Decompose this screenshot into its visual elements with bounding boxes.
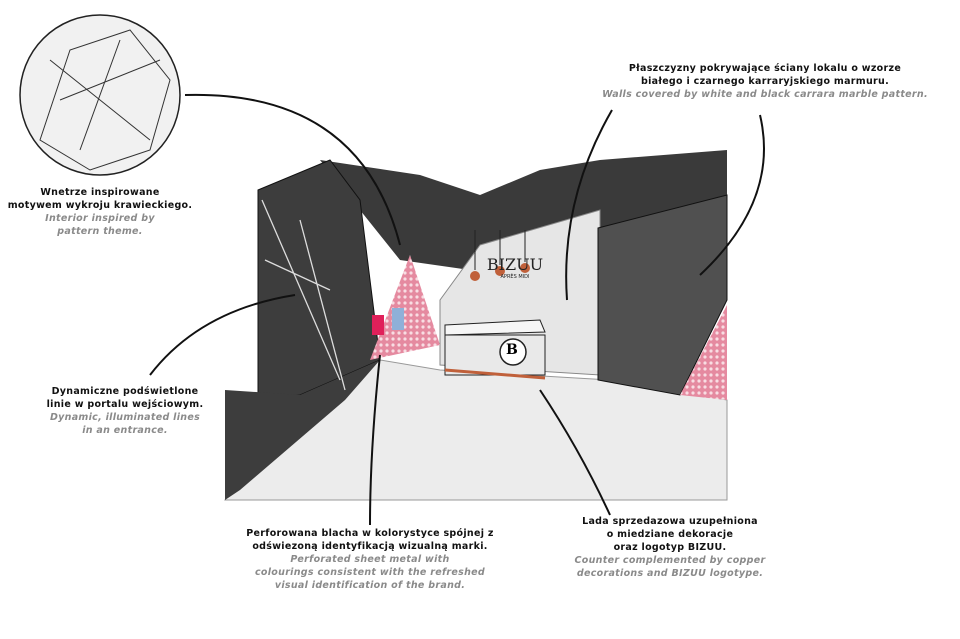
clothing-blue: [392, 308, 404, 330]
ceiling: [320, 150, 727, 270]
annotation-arrows: [149, 93, 765, 526]
dark-marble-panel: [597, 194, 728, 396]
pattern-drawing-circle: [19, 14, 181, 176]
sales-counter: [444, 319, 546, 380]
counter-monogram: B: [506, 342, 518, 358]
copper-pendant-lamps: [470, 230, 530, 281]
perforated-panel-left: [370, 255, 440, 360]
perforated-panel-right: [680, 305, 727, 400]
brand-sign: BIZUU APRÈS MIDI: [486, 255, 544, 280]
entrance-portal: [225, 360, 380, 500]
note-walls: Płaszczyzny pokrywające ściany lokalu o …: [602, 63, 928, 100]
clothing-pink: [372, 315, 384, 335]
note-metal: Perforowana blacha w kolorystyce spójnej…: [246, 528, 494, 591]
